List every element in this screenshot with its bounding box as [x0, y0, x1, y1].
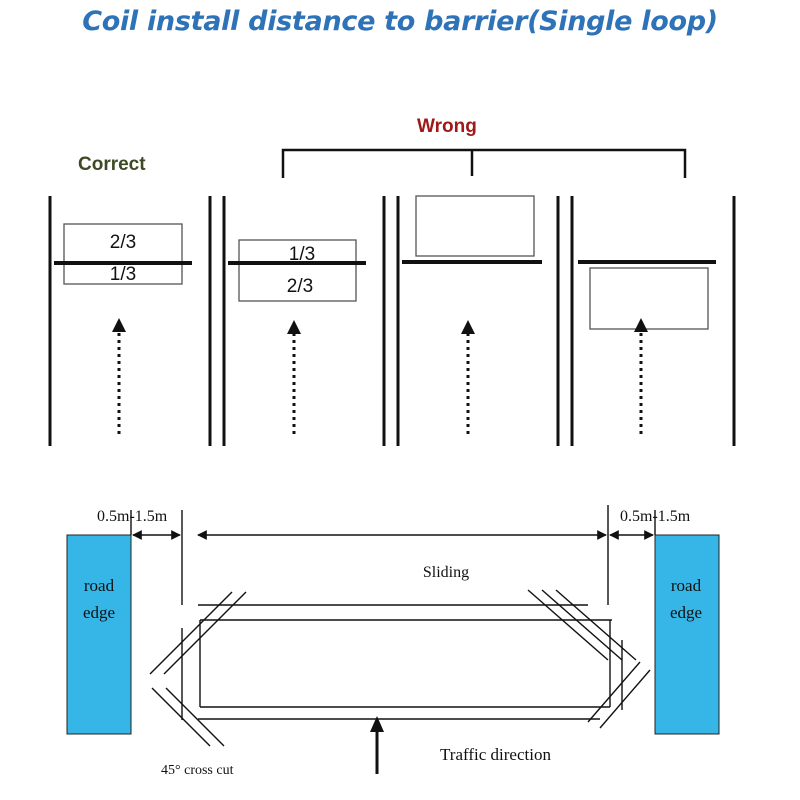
wrong-label: Wrong [417, 116, 477, 137]
right-road-edge [654, 534, 720, 735]
left-road-edge-line2: edge [83, 603, 115, 622]
right-road-edge-line1: road [671, 576, 702, 595]
bottom-diagram: road edge road edge 0.5m-1.5m 0.5m-1.5m … [66, 505, 720, 778]
arrow-head [112, 318, 126, 332]
panel-wrong-1: 1/3 2/3 [228, 239, 366, 434]
coil-rect [589, 267, 709, 330]
loop-rectangle [198, 604, 623, 720]
panel-wrong-2 [402, 195, 542, 434]
right-cross-cut [527, 589, 651, 729]
top-diagram: Correct Wrong 2/3 1/3 1/3 [48, 116, 736, 446]
panel-correct: 2/3 1/3 [54, 223, 192, 434]
arrow-head [461, 320, 475, 334]
coil-rect [415, 195, 535, 257]
left-road-edge-line1: road [84, 576, 115, 595]
correct-label: Correct [78, 154, 146, 175]
left-cross-cut [149, 591, 247, 747]
wrong-bracket [281, 148, 687, 178]
page-title: Coil install distance to barrier(Single … [82, 6, 718, 37]
cross-cut-label: 45° cross cut [161, 763, 234, 778]
panel-wrong-3 [578, 260, 716, 434]
upper-fraction: 2/3 [110, 232, 136, 253]
coil-rect [238, 239, 357, 302]
extension-lines [130, 505, 656, 605]
right-road-edge-line2: edge [670, 603, 702, 622]
coil-rect [63, 223, 183, 285]
upper-fraction: 1/3 [289, 244, 315, 265]
lower-fraction: 2/3 [287, 276, 313, 297]
sliding-label: Sliding [423, 564, 469, 581]
left-gap-label: 0.5m-1.5m [97, 508, 168, 525]
traffic-direction-label: Traffic direction [440, 745, 551, 764]
left-road-edge [66, 534, 132, 735]
traffic-arrow-head [370, 716, 384, 732]
lower-fraction: 1/3 [110, 264, 136, 285]
arrow-head [287, 320, 301, 334]
arrow-head [634, 318, 648, 332]
lane-lines [48, 196, 736, 446]
